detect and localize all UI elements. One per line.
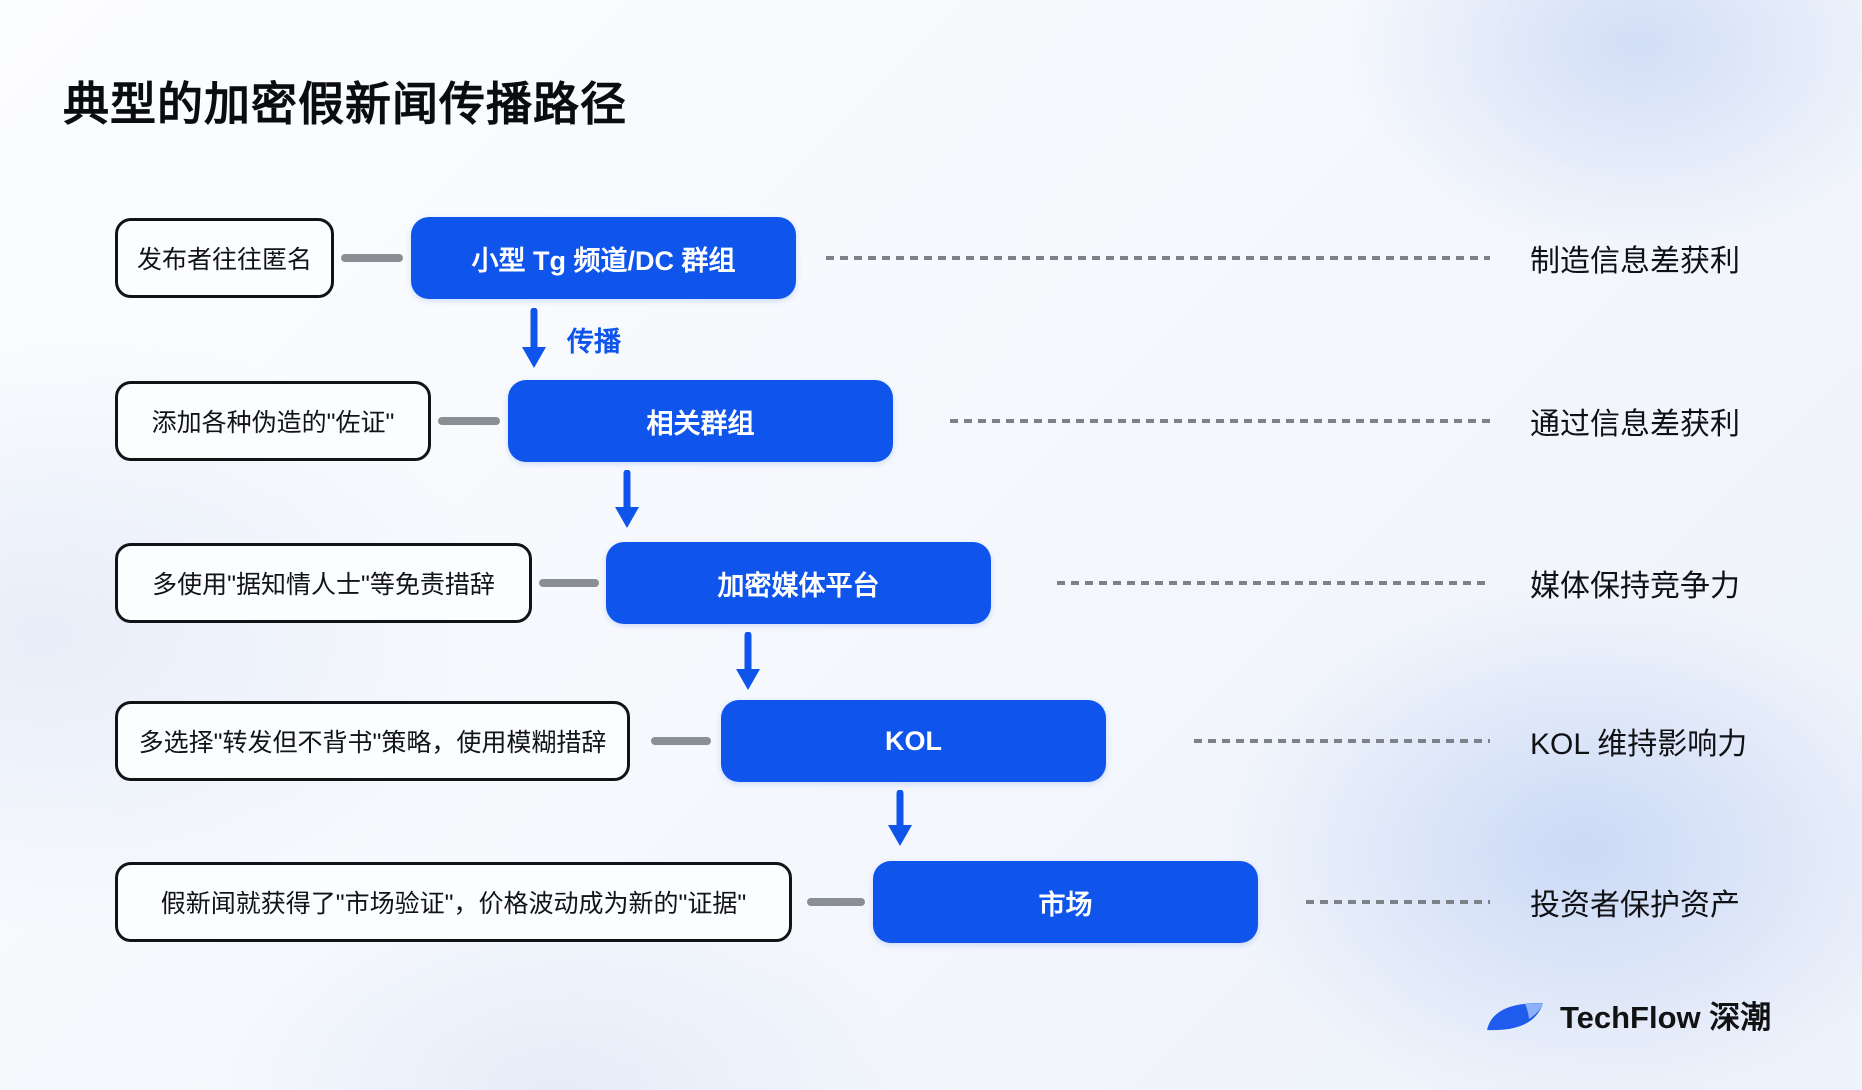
connector-line bbox=[539, 579, 599, 587]
note-text: 发布者往往匿名 bbox=[136, 246, 312, 274]
outcome-label: 媒体保持竞争力 bbox=[1530, 570, 1740, 603]
note-box-repost-strategy: 多选择"转发但不背书"策略，使用模糊措辞 bbox=[115, 701, 630, 781]
node-label: 相关群组 bbox=[646, 408, 755, 439]
flow-node-kol: KOL bbox=[721, 700, 1106, 782]
outcome-label: 制造信息差获利 bbox=[1530, 245, 1740, 278]
down-arrow-icon bbox=[615, 470, 639, 528]
page-title: 典型的加密假新闻传播路径 bbox=[63, 78, 627, 130]
node-label: 加密媒体平台 bbox=[717, 570, 880, 601]
down-arrow-icon bbox=[736, 632, 760, 690]
node-label: KOL bbox=[885, 725, 942, 756]
note-text: 添加各种伪造的"佐证" bbox=[151, 409, 395, 437]
note-text: 多选择"转发但不背书"策略，使用模糊措辞 bbox=[138, 729, 607, 757]
connector-line bbox=[807, 898, 865, 906]
flow-node-market: 市场 bbox=[873, 861, 1258, 943]
note-box-publisher: 发布者往往匿名 bbox=[115, 218, 334, 298]
note-box-disclaimer-wording: 多使用"据知情人士"等免责措辞 bbox=[115, 543, 532, 623]
connector-line bbox=[438, 417, 500, 425]
note-box-fake-evidence: 添加各种伪造的"佐证" bbox=[115, 381, 431, 461]
dashed-link bbox=[950, 419, 1490, 423]
flow-node-crypto-media: 加密媒体平台 bbox=[606, 542, 991, 624]
node-label: 小型 Tg 频道/DC 群组 bbox=[471, 245, 736, 276]
outcome-label: 投资者保护资产 bbox=[1530, 889, 1740, 922]
node-label: 市场 bbox=[1038, 889, 1093, 920]
dashed-link bbox=[826, 256, 1490, 260]
down-arrow-icon bbox=[888, 790, 912, 846]
connector-line bbox=[651, 737, 711, 745]
flow-node-related-groups: 相关群组 bbox=[508, 380, 893, 462]
connector-line bbox=[341, 254, 403, 262]
down-arrow-icon bbox=[522, 308, 546, 368]
outcome-label: 通过信息差获利 bbox=[1530, 408, 1740, 441]
outcome-label: KOL 维持影响力 bbox=[1530, 728, 1748, 761]
dashed-link bbox=[1057, 581, 1490, 585]
techflow-leaf-icon bbox=[1487, 1002, 1543, 1030]
spread-label: 传播 bbox=[567, 327, 621, 357]
flow-node-tg-dc: 小型 Tg 频道/DC 群组 bbox=[411, 217, 796, 299]
dashed-link bbox=[1306, 900, 1490, 904]
dashed-link bbox=[1194, 739, 1490, 743]
note-text: 多使用"据知情人士"等免责措辞 bbox=[152, 571, 495, 599]
note-box-market-validation: 假新闻就获得了"市场验证"，价格波动成为新的"证据" bbox=[115, 862, 792, 942]
brand-footer: TechFlow 深潮 bbox=[1484, 992, 1771, 1037]
brand-name: TechFlow 深潮 bbox=[1560, 1000, 1772, 1035]
note-text: 假新闻就获得了"市场验证"，价格波动成为新的"证据" bbox=[160, 890, 747, 918]
